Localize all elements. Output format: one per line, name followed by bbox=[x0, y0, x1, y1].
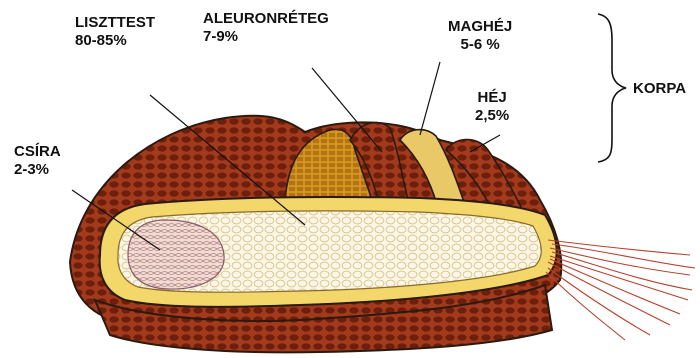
brush-hairs bbox=[546, 240, 695, 340]
label-liszttest: LISZTTEST 80-85% bbox=[75, 14, 155, 50]
label-csira-name: CSÍRA bbox=[14, 143, 61, 161]
label-maghej-name: MAGHÉJ bbox=[448, 18, 512, 36]
korpa-bracket bbox=[598, 14, 626, 162]
label-aleuronreteg: ALEURONRÉTEG 7-9% bbox=[203, 10, 329, 46]
label-hej-value: 2,5% bbox=[475, 107, 509, 125]
label-hej: HÉJ 2,5% bbox=[475, 89, 509, 125]
leader-maghej bbox=[420, 62, 440, 135]
label-maghej: MAGHÉJ 5-6 % bbox=[448, 18, 512, 54]
label-korpa: KORPA bbox=[633, 80, 686, 98]
label-hej-name: HÉJ bbox=[475, 89, 509, 107]
label-aleuronreteg-value: 7-9% bbox=[203, 28, 329, 46]
label-liszttest-value: 80-85% bbox=[75, 32, 155, 50]
label-korpa-name: KORPA bbox=[633, 80, 686, 98]
label-liszttest-name: LISZTTEST bbox=[75, 14, 155, 32]
label-csira-value: 2-3% bbox=[14, 161, 61, 179]
label-maghej-value: 5-6 % bbox=[448, 36, 512, 54]
label-aleuronreteg-name: ALEURONRÉTEG bbox=[203, 10, 329, 28]
label-csira: CSÍRA 2-3% bbox=[14, 143, 61, 179]
